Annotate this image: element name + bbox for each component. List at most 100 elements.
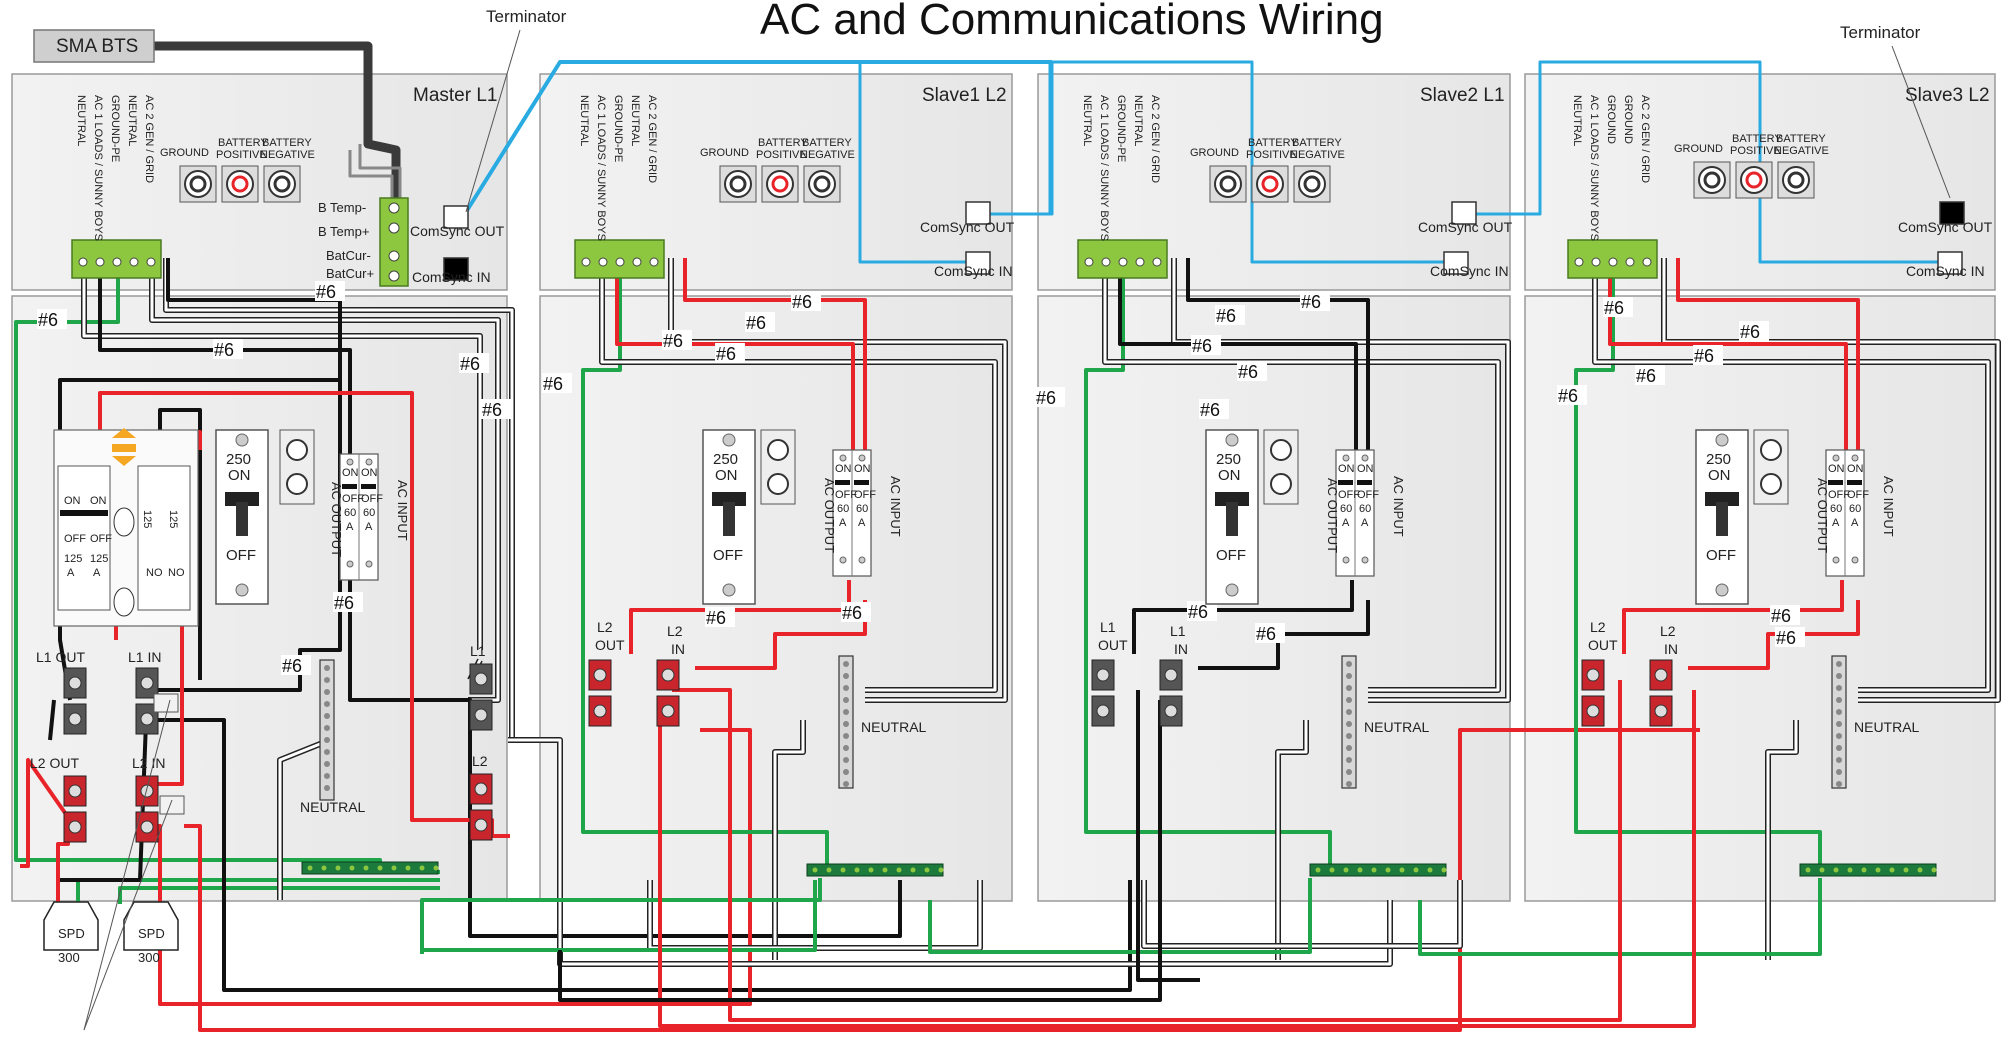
wire-gauge-label: #6 [1775, 627, 1805, 648]
breaker-off: OFF [1706, 547, 1736, 564]
wire-gauge-label: #6 [333, 592, 363, 613]
shunt [279, 429, 315, 505]
neutral-bar-screw [843, 721, 849, 727]
l1-label: L1 [470, 643, 486, 659]
shunt-bolt [1270, 473, 1292, 495]
l2-out-label: L2 OUT [30, 755, 79, 771]
breaker-on: ON [1357, 463, 1374, 475]
in-label: L2 [1660, 623, 1676, 639]
slave-neutral-core [669, 258, 1007, 702]
breaker-bolt [1361, 556, 1369, 564]
ac-output-label: AC OUTPUT [329, 482, 344, 557]
lug-screw [140, 712, 154, 726]
lug-screw [68, 712, 82, 726]
neutral-bar-screw [1836, 769, 1842, 775]
battery-positive-label: BATTERY [218, 137, 268, 149]
lug-screw [68, 784, 82, 798]
breaker-handle [1828, 480, 1843, 485]
breaker-bolt [1361, 454, 1369, 462]
lug-screw [474, 818, 488, 832]
battery-positive-label: POSITIVE [216, 149, 267, 161]
breaker-amps: 60 [837, 503, 849, 515]
terminal-label: NEUTRAL [1081, 95, 1093, 146]
breaker-off: OFF [1216, 547, 1246, 564]
breaker-bolt [1342, 556, 1350, 564]
terminator-label: Terminator [1840, 23, 1921, 42]
breaker-amps: 60 [363, 507, 375, 519]
breaker-handle [712, 492, 746, 506]
port-box [965, 251, 991, 275]
breaker-bolt [1225, 583, 1239, 597]
gauge-text: #6 [1776, 628, 1796, 648]
wire-gauge-label: #6 [841, 602, 871, 623]
power-lug [469, 663, 493, 731]
comsync-port: ComSync IN [1906, 251, 1985, 279]
breaker-bolt [858, 556, 866, 564]
terminal-screw [1152, 257, 1162, 267]
gauge-bg [1693, 345, 1723, 365]
breaker-bolt [1342, 454, 1350, 462]
breaker-off: OFF [361, 493, 383, 505]
breaker-on: ON [90, 495, 107, 507]
l1-wire [158, 408, 202, 680]
breaker-unit: A [365, 521, 373, 533]
terminal-screw [1135, 257, 1145, 267]
terminal-screw [388, 270, 400, 282]
breaker-body [137, 465, 191, 611]
gauge-text: #6 [842, 603, 862, 623]
breaker-unit: A [346, 521, 354, 533]
terminal-screw [581, 257, 591, 267]
busbar-screw [1427, 867, 1433, 873]
breaker-bolt [1851, 556, 1859, 564]
breaker-on: ON [854, 463, 871, 475]
gauge-text: #6 [334, 593, 354, 613]
battery-negative-label: NEGATIVE [800, 149, 855, 161]
shunt-small [159, 795, 185, 815]
lug-screw [1096, 668, 1110, 682]
battery-negative-label: NEGATIVE [260, 149, 315, 161]
port-box [443, 257, 469, 281]
gauge-bg [1199, 399, 1229, 419]
breaker-amps: 60 [1359, 503, 1371, 515]
terminal-label: NEUTRAL [1132, 95, 1144, 146]
lug-screw [1654, 704, 1668, 718]
out-label: L1 [1100, 619, 1116, 635]
gauge-text: #6 [1771, 606, 1791, 626]
power-lug [63, 775, 87, 843]
gauge-text: #6 [1694, 346, 1714, 366]
wire-gauge-label: #6 [1215, 305, 1245, 326]
shunt-small [153, 693, 179, 713]
breaker-off: OFF [1357, 489, 1379, 501]
breaker-rating: 250 [713, 451, 738, 468]
wire-gauge-label: #6 [1191, 335, 1221, 356]
comsync-port: ComSync IN [412, 257, 491, 285]
terminal-screw [388, 202, 400, 214]
lug-screw [1586, 668, 1600, 682]
gauge-text: #6 [282, 656, 302, 676]
breaker-rating: 250 [226, 451, 251, 468]
neutral-bar-screw [324, 737, 330, 743]
terminal-screw [1608, 257, 1618, 267]
breaker-off: OFF [713, 547, 743, 564]
enclosure-panel [1037, 295, 1511, 902]
neutral-label: NEUTRAL [1364, 719, 1430, 735]
comsync-cable-slave2-in [1052, 60, 1444, 264]
busbar-screw [391, 865, 397, 871]
terminal-screw [1642, 257, 1652, 267]
busbar-screw [1399, 867, 1405, 873]
breaker-off: OFF [342, 493, 364, 505]
battery-positive-label: POSITIVE [756, 149, 807, 161]
gauge-bg [37, 309, 67, 329]
lug-screw [474, 672, 488, 686]
breaker-bolt [839, 454, 847, 462]
breaker-bolt [346, 560, 354, 568]
breaker-rating: 250 [1216, 451, 1241, 468]
l1-wire [60, 721, 148, 882]
terminal-screw [1574, 257, 1584, 267]
breaker-handle [723, 502, 735, 536]
busbar-screw [1441, 867, 1447, 873]
terminal-screw [1591, 257, 1601, 267]
busbar-screw [1903, 867, 1909, 873]
wire-gauge-label: #6 [1603, 297, 1633, 318]
